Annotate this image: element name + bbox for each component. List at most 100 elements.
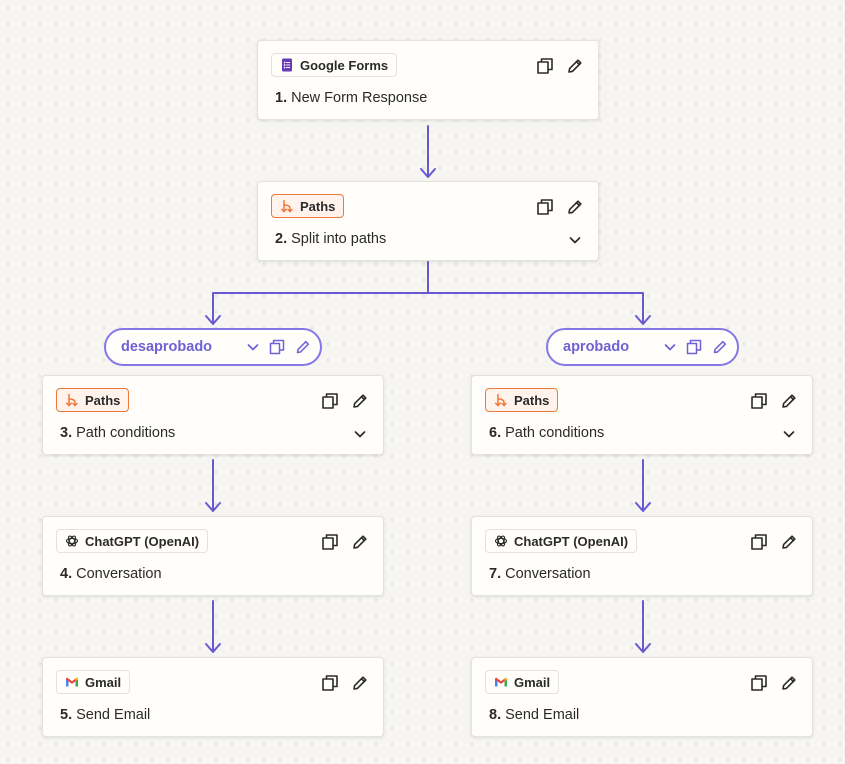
step-label: Conversation	[505, 566, 591, 582]
step-number: 8.	[489, 707, 502, 723]
step-number: 5.	[60, 707, 73, 723]
app-name: Paths	[514, 392, 550, 408]
branch-expand-button[interactable]	[662, 339, 678, 355]
step-card-6[interactable]: Paths 6. Path conditions	[471, 375, 813, 455]
step-card-5[interactable]: Gmail 5. Send Email	[42, 657, 384, 737]
connector-arrow-left-branch	[205, 315, 221, 325]
connector-arrow-6-7	[635, 502, 651, 512]
step-title: 6. Path conditions	[489, 425, 604, 441]
copy-icon	[322, 393, 338, 409]
app-name: Google Forms	[300, 57, 389, 73]
pencil-icon	[568, 59, 582, 73]
edit-button[interactable]	[351, 392, 369, 410]
step-title: 2. Split into paths	[275, 231, 386, 247]
step-number: 2.	[275, 231, 288, 247]
app-name: ChatGPT (OpenAI)	[85, 533, 200, 549]
step-number: 1.	[275, 90, 288, 106]
pencil-icon	[782, 676, 796, 690]
step-label: Conversation	[76, 566, 162, 582]
step-card-2[interactable]: Paths 2. Split into paths	[257, 181, 599, 261]
step-number: 4.	[60, 566, 73, 582]
paths-icon	[66, 393, 78, 407]
duplicate-button[interactable]	[750, 674, 768, 692]
app-name: Paths	[85, 392, 121, 408]
step-title: 5. Send Email	[60, 707, 150, 723]
connector-arrow-3-4	[205, 502, 221, 512]
openai-icon	[494, 535, 508, 547]
step-number: 3.	[60, 425, 73, 441]
connector-arrow-7-8	[635, 643, 651, 653]
edit-button[interactable]	[780, 674, 798, 692]
app-badge: ChatGPT (OpenAI)	[485, 529, 638, 553]
connector-arrow-4-5	[205, 643, 221, 653]
step-title: 1. New Form Response	[275, 90, 427, 106]
duplicate-button[interactable]	[321, 533, 339, 551]
step-card-7[interactable]: ChatGPT (OpenAI) 7. Conversation	[471, 516, 813, 596]
expand-button[interactable]	[566, 231, 584, 249]
edit-button[interactable]	[780, 533, 798, 551]
gmail-icon	[66, 677, 78, 687]
app-badge: Gmail	[56, 670, 131, 694]
copy-icon	[322, 675, 338, 691]
copy-icon	[686, 339, 702, 355]
step-card-8[interactable]: Gmail 8. Send Email	[471, 657, 813, 737]
app-badge: Paths	[485, 388, 559, 412]
edit-button[interactable]	[566, 198, 584, 216]
pencil-icon	[713, 340, 727, 354]
pencil-icon	[782, 394, 796, 408]
chevron-down-icon	[664, 344, 676, 351]
step-number: 7.	[489, 566, 502, 582]
chevron-down-icon	[354, 431, 366, 438]
gmail-icon	[495, 677, 507, 687]
duplicate-button[interactable]	[321, 392, 339, 410]
app-badge: ChatGPT (OpenAI)	[56, 529, 209, 553]
edit-button[interactable]	[351, 674, 369, 692]
app-name: Gmail	[514, 674, 551, 690]
copy-icon	[269, 339, 285, 355]
edit-button[interactable]	[780, 392, 798, 410]
step-card-1[interactable]: Google Forms 1. New Form Response	[257, 40, 599, 120]
branch-expand-button[interactable]	[245, 339, 261, 355]
paths-icon	[281, 199, 293, 213]
duplicate-button[interactable]	[321, 674, 339, 692]
branch-duplicate-button[interactable]	[269, 339, 285, 355]
connector-arrow-right-branch	[635, 315, 651, 325]
branch-pill-aprobado[interactable]: aprobado	[546, 328, 739, 366]
step-title: 8. Send Email	[489, 707, 579, 723]
copy-icon	[537, 199, 553, 215]
duplicate-button[interactable]	[750, 392, 768, 410]
connector-split	[212, 261, 644, 323]
copy-icon	[322, 534, 338, 550]
pencil-icon	[353, 676, 367, 690]
branch-rename-button[interactable]	[712, 339, 728, 355]
step-card-3[interactable]: Paths 3. Path conditions	[42, 375, 384, 455]
google-forms-icon	[282, 58, 292, 72]
app-badge: Paths	[56, 388, 130, 412]
branch-duplicate-button[interactable]	[686, 339, 702, 355]
branch-rename-button[interactable]	[295, 339, 311, 355]
pencil-icon	[782, 535, 796, 549]
copy-icon	[751, 534, 767, 550]
step-card-4[interactable]: ChatGPT (OpenAI) 4. Conversation	[42, 516, 384, 596]
duplicate-button[interactable]	[536, 57, 554, 75]
app-name: Gmail	[85, 674, 122, 690]
duplicate-button[interactable]	[750, 533, 768, 551]
edit-button[interactable]	[351, 533, 369, 551]
step-label: New Form Response	[291, 90, 428, 106]
chevron-down-icon	[783, 431, 795, 438]
pencil-icon	[353, 394, 367, 408]
branch-pill-desaprobado[interactable]: desaprobado	[104, 328, 322, 366]
chevron-down-icon	[569, 237, 581, 244]
expand-button[interactable]	[780, 425, 798, 443]
step-title: 4. Conversation	[60, 566, 162, 582]
branch-label: desaprobado	[121, 339, 213, 355]
branch-label: aprobado	[563, 339, 630, 355]
step-title: 3. Path conditions	[60, 425, 175, 441]
step-label: Path conditions	[76, 425, 176, 441]
duplicate-button[interactable]	[536, 198, 554, 216]
edit-button[interactable]	[566, 57, 584, 75]
paths-icon	[495, 393, 507, 407]
step-label: Send Email	[76, 707, 151, 723]
expand-button[interactable]	[351, 425, 369, 443]
copy-icon	[751, 393, 767, 409]
